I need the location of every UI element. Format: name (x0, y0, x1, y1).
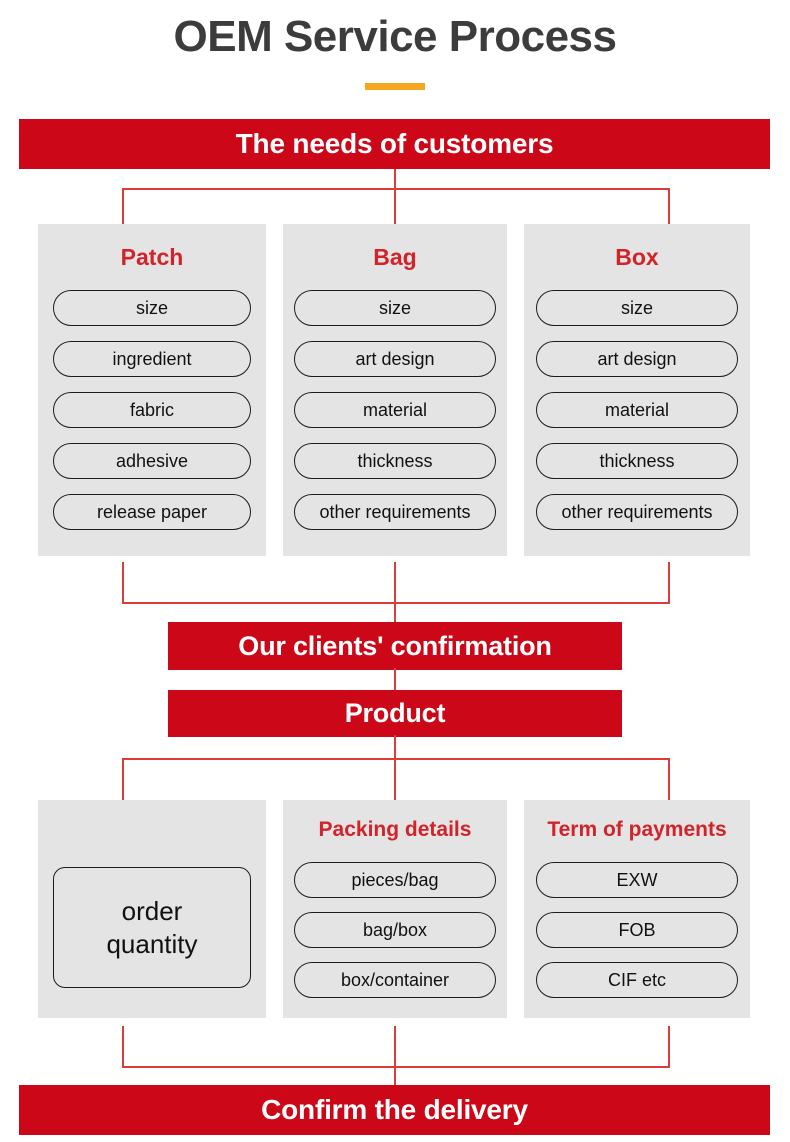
card-order-quantity: order quantity (38, 800, 266, 1018)
connector-v-top-right (668, 188, 670, 230)
pill-box-size[interactable]: size (536, 290, 738, 326)
title-underline-accent (365, 83, 425, 90)
connector-h-delivery (122, 1066, 670, 1068)
pill-bag-material[interactable]: material (294, 392, 496, 428)
card-bag-title: Bag (373, 244, 417, 270)
pill-patch-ingredient[interactable]: ingredient (53, 341, 251, 377)
card-packing-details-items: pieces/bag bag/box box/container (294, 862, 496, 998)
connector-v-delivery-left (122, 1026, 124, 1068)
pill-fob[interactable]: FOB (536, 912, 738, 948)
connector-v-stem-product (394, 735, 396, 800)
card-bag-items: size art design material thickness other… (294, 290, 496, 530)
connector-v-top-left (122, 188, 124, 230)
pill-box-material[interactable]: material (536, 392, 738, 428)
card-term-of-payments-items: EXW FOB CIF etc (536, 862, 738, 998)
banner-clients-confirmation: Our clients' confirmation (168, 622, 622, 670)
connector-h-top (122, 188, 670, 190)
pill-patch-release-paper[interactable]: release paper (53, 494, 251, 530)
connector-v-confirm-product (394, 668, 396, 692)
card-bag: Bag size art design material thickness o… (283, 224, 507, 556)
card-box: Box size art design material thickness o… (524, 224, 750, 556)
card-packing-details: Packing details pieces/bag bag/box box/c… (283, 800, 507, 1018)
pill-bag-size[interactable]: size (294, 290, 496, 326)
pill-box-art-design[interactable]: art design (536, 341, 738, 377)
card-box-items: size art design material thickness other… (536, 290, 738, 530)
card-box-title: Box (615, 244, 659, 270)
pill-bag-per-box[interactable]: bag/box (294, 912, 496, 948)
connector-v-stem-mid (394, 562, 396, 624)
order-quantity-text: order quantity (106, 895, 197, 960)
order-quantity-line1: order (121, 896, 183, 926)
connector-v-mid-right (668, 562, 670, 604)
card-packing-details-title: Packing details (318, 818, 472, 841)
box-order-quantity[interactable]: order quantity (53, 867, 251, 988)
banner-needs-of-customers: The needs of customers (19, 119, 770, 169)
page-title: OEM Service Process (173, 12, 617, 61)
pill-patch-adhesive[interactable]: adhesive (53, 443, 251, 479)
pill-box-per-container[interactable]: box/container (294, 962, 496, 998)
pill-patch-size[interactable]: size (53, 290, 251, 326)
connector-v-delivery-right (668, 1026, 670, 1068)
connector-v-bottom-right (668, 758, 670, 800)
connector-h-bottom-top (122, 758, 670, 760)
pill-box-thickness[interactable]: thickness (536, 443, 738, 479)
pill-pieces-per-bag[interactable]: pieces/bag (294, 862, 496, 898)
connector-v-stem-delivery (394, 1026, 396, 1088)
card-patch-title: Patch (120, 244, 184, 270)
pill-patch-fabric[interactable]: fabric (53, 392, 251, 428)
banner-confirm-delivery: Confirm the delivery (19, 1085, 770, 1135)
pill-cif-etc[interactable]: CIF etc (536, 962, 738, 998)
card-patch: Patch size ingredient fabric adhesive re… (38, 224, 266, 556)
connector-h-mid (122, 602, 670, 604)
card-term-of-payments: Term of payments EXW FOB CIF etc (524, 800, 750, 1018)
connector-v-stem-top (394, 169, 396, 231)
order-quantity-line2: quantity (106, 928, 198, 959)
banner-product: Product (168, 690, 622, 737)
pill-exw[interactable]: EXW (536, 862, 738, 898)
pill-bag-art-design[interactable]: art design (294, 341, 496, 377)
pill-box-other-requirements[interactable]: other requirements (536, 494, 738, 530)
pill-bag-other-requirements[interactable]: other requirements (294, 494, 496, 530)
connector-v-mid-left (122, 562, 124, 604)
pill-bag-thickness[interactable]: thickness (294, 443, 496, 479)
card-term-of-payments-title: Term of payments (547, 818, 727, 841)
connector-v-bottom-left (122, 758, 124, 800)
card-patch-items: size ingredient fabric adhesive release … (53, 290, 251, 530)
